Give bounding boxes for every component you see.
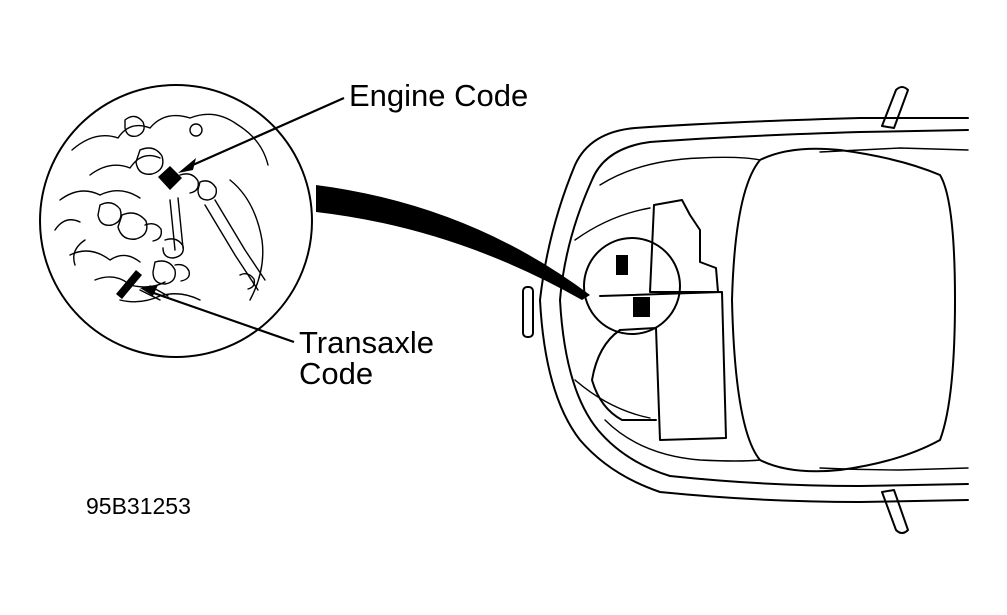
car-engine-code-marker — [616, 255, 628, 275]
engine-code-leader — [178, 96, 345, 173]
transaxle-code-arrowhead — [140, 285, 158, 296]
side-marker-light — [522, 286, 534, 338]
engine-bay-component-upper — [649, 199, 719, 293]
car-top-view — [522, 86, 969, 534]
reference-number: 95B31253 — [86, 493, 191, 519]
transaxle-code-label-line1: Transaxle — [299, 325, 434, 360]
engine-code-marker — [158, 166, 182, 190]
upper-mirror — [881, 86, 909, 129]
transaxle-code-marker — [116, 270, 142, 299]
lower-mirror — [881, 489, 909, 534]
transaxle-code-label-line2: Code — [299, 356, 374, 391]
car-locator-circle — [583, 237, 681, 335]
detail-connector-band — [316, 185, 590, 300]
engine-bay-component-lower — [591, 291, 727, 441]
engine-components-sketch — [54, 113, 269, 303]
car-transaxle-code-marker — [633, 297, 650, 317]
detail-circle — [39, 84, 313, 358]
engine-code-arrowhead — [178, 158, 196, 173]
transaxle-code-leader — [140, 285, 295, 344]
engine-code-label: Engine Code — [349, 78, 529, 113]
detail-view — [39, 84, 313, 358]
